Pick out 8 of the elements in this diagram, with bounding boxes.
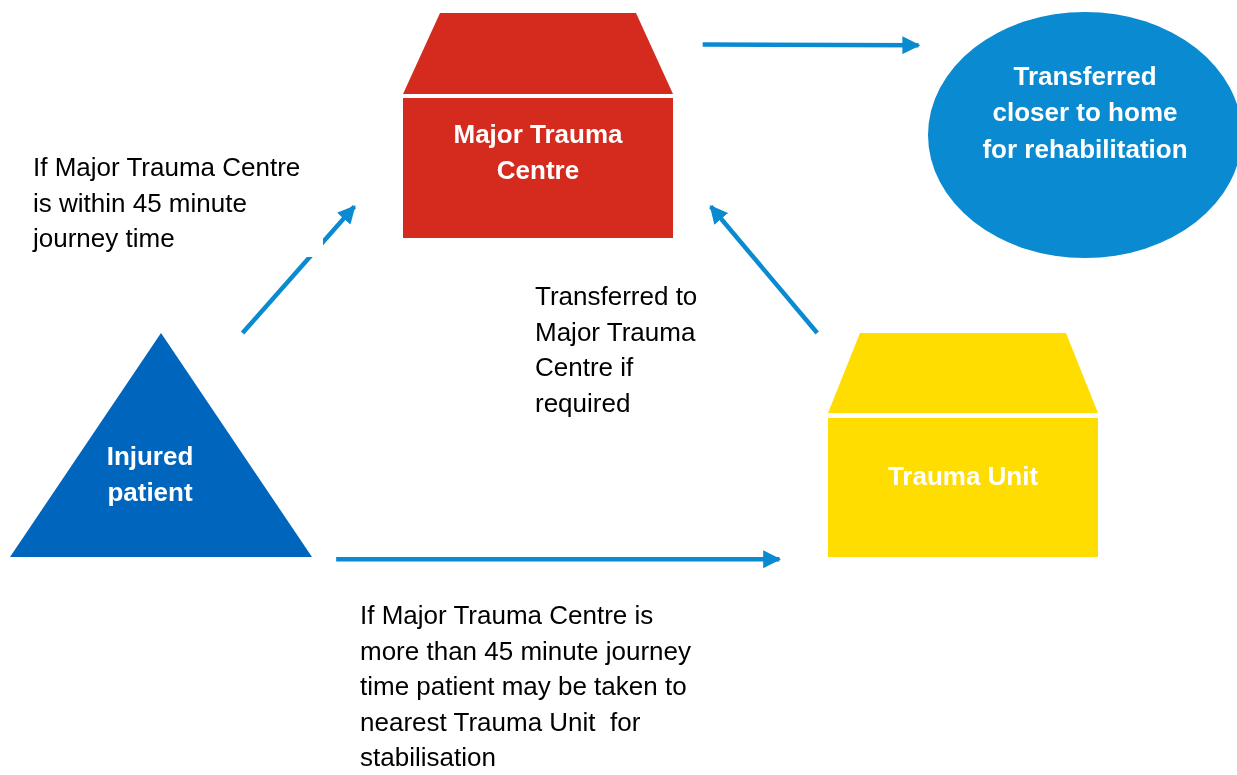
node-label: Trauma Unit	[886, 460, 1040, 493]
node-label: Major Trauma Centre	[452, 118, 624, 188]
node-label: Transferred closer to home for rehabilitation	[981, 60, 1189, 166]
node-label: Injured patient	[105, 440, 195, 510]
arrow	[709, 205, 819, 335]
arrow	[336, 550, 782, 569]
arrow	[702, 36, 921, 55]
arrow	[240, 205, 357, 335]
